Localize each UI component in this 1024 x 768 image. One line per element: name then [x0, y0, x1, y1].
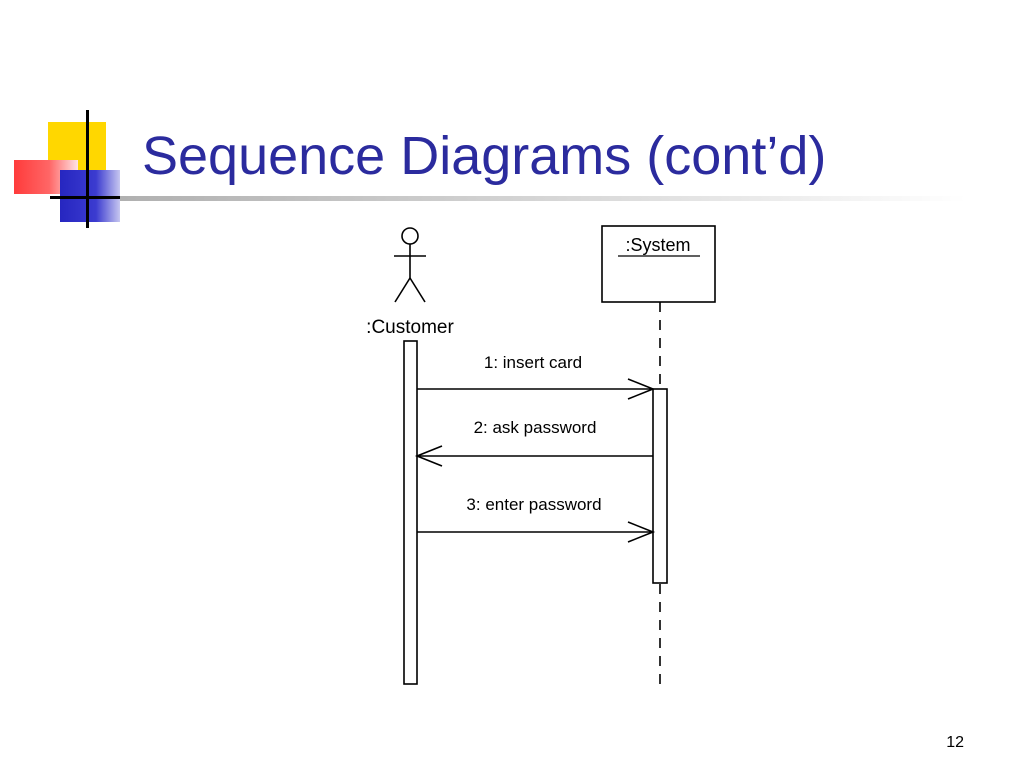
logo-horizontal-line: [50, 196, 134, 199]
slide-title: Sequence Diagrams (cont’d): [142, 126, 827, 186]
message-1-label: 1: insert card: [484, 353, 582, 372]
sequence-diagram-svg: :Customer :System 1: insert card 2: ask …: [366, 225, 716, 686]
system-activation-bar: [652, 388, 668, 584]
actor-right-leg: [409, 277, 426, 303]
corner-logo: [0, 0, 140, 240]
actor-left-leg: [394, 277, 411, 303]
customer-activation-bar: [403, 340, 418, 685]
actor-label: :Customer: [366, 317, 454, 338]
message-3-label: 3: enter password: [466, 495, 601, 514]
customer-actor-icon: [394, 227, 426, 303]
message-2-arrowhead: [414, 445, 443, 467]
title-underline: [120, 196, 966, 201]
page-number: 12: [946, 734, 964, 751]
system-object-label: :System: [625, 235, 690, 255]
message-2-label: 2: ask password: [474, 418, 597, 437]
message-1-arrowhead: [627, 378, 656, 400]
logo-vertical-line: [86, 110, 89, 228]
actor-head: [401, 227, 419, 245]
system-object-box: [601, 225, 716, 303]
message-3-arrowhead: [627, 521, 656, 543]
sequence-diagram: :Customer :System 1: insert card 2: ask …: [340, 220, 740, 705]
